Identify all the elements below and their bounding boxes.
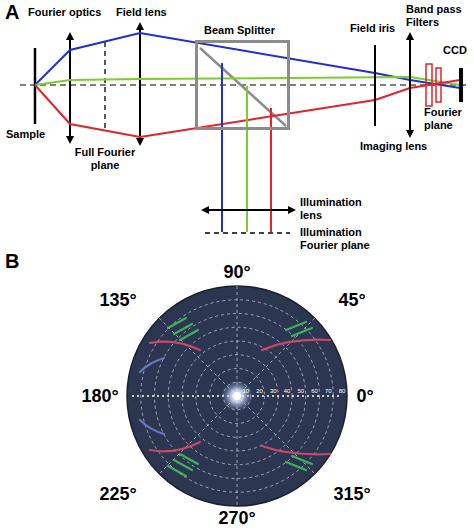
scale-number: 60 [311,388,318,395]
scale-number: 30 [270,388,277,395]
part-label: Fourier optics [28,6,101,19]
part-label: Fourier plane [424,106,470,131]
beam-splitter-box: Beam Splitter [195,40,290,130]
angle-label: 90° [223,262,250,283]
scale-number: 50 [297,388,304,395]
scale-number: 80 [339,388,346,395]
panel-letter: B [5,250,19,273]
panel-letter: A [5,1,19,24]
part-label: CCD [443,44,467,57]
part-label: Imaging lens [360,140,427,153]
part-label: Sample [6,128,45,141]
angle-label: 180° [81,386,118,407]
box-heading: Beam Splitter [204,24,275,36]
scale-number: 10 [242,388,249,395]
scale-number: 20 [256,388,263,395]
part-label: Illumination lens [300,196,382,221]
angle-label: 45° [338,290,365,311]
angle-label: 0° [356,386,373,407]
part-label: Field lens [116,6,167,19]
part-label: Field iris [350,22,395,35]
part-label: Full Fourier plane [64,146,146,171]
angle-label: 270° [218,508,255,529]
part-label: Band pass Filters [406,3,468,28]
scale-number: 70 [325,388,332,395]
angle-label: 225° [99,484,136,505]
part-label: Illumination Fourier plane [300,226,382,251]
angle-label: 135° [99,290,136,311]
scale-number: 40 [284,388,291,395]
angle-label: 315° [333,484,370,505]
